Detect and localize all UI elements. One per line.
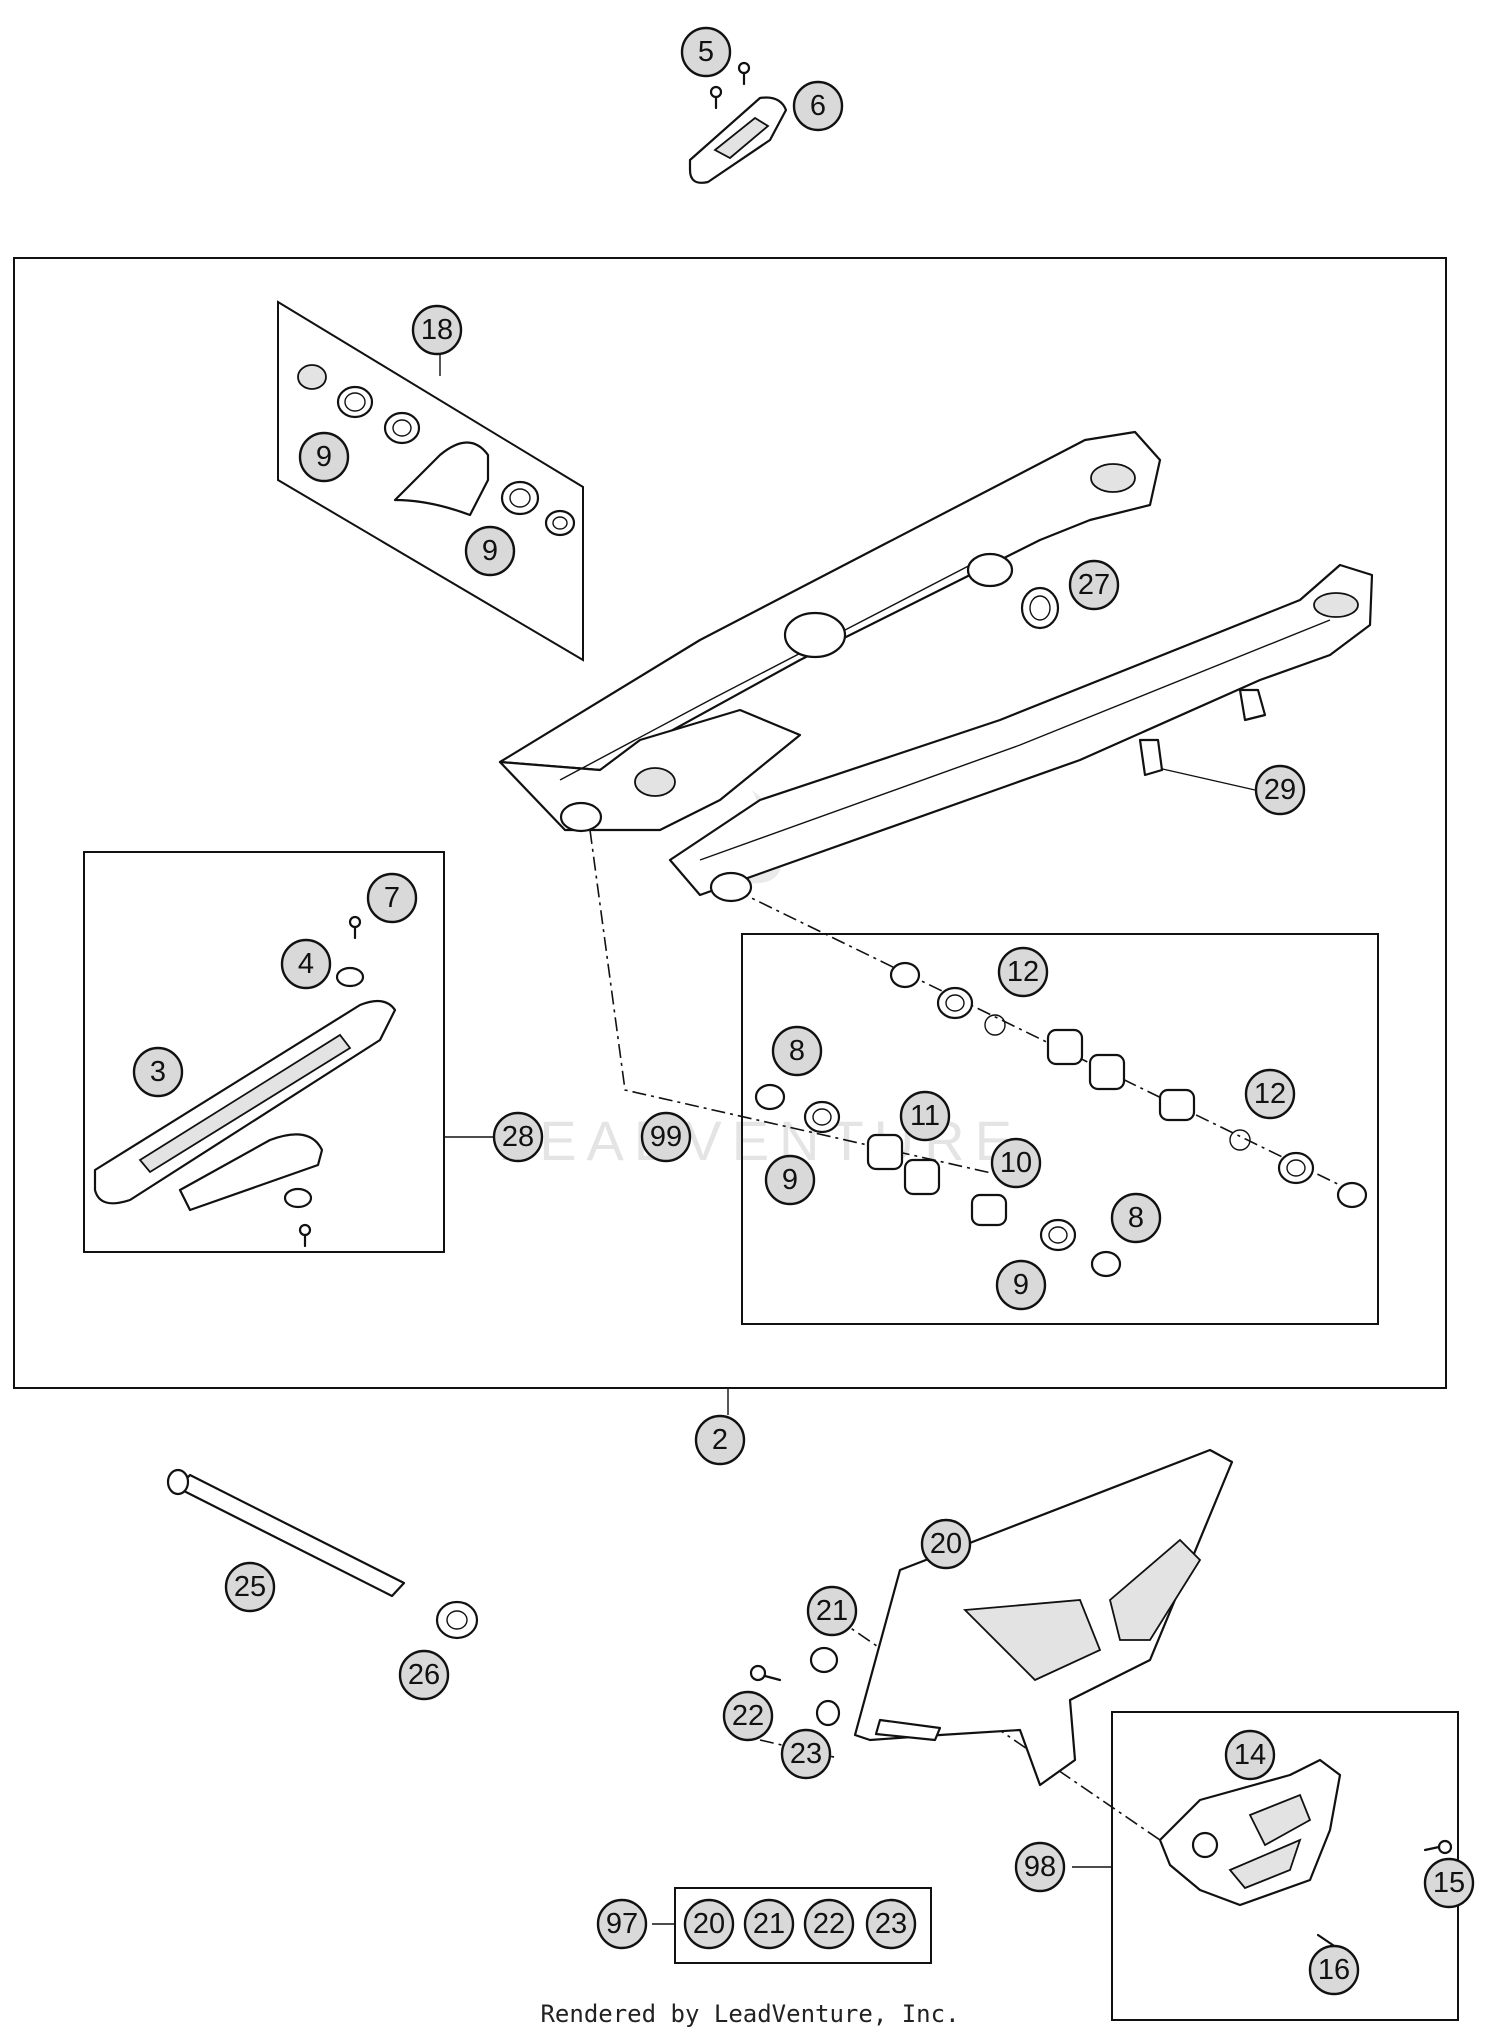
kit-item-22: 22 [803,1898,855,1950]
part-27-bearing [1020,586,1060,630]
svg-text:22: 22 [732,1700,764,1732]
svg-text:27: 27 [1078,569,1110,601]
callout-14: 14 [1224,1729,1276,1781]
callout-8b: 8 [1110,1192,1162,1244]
svg-text:23: 23 [875,1908,907,1940]
kit-contents: 20 21 22 23 [683,1898,917,1950]
callout-10: 10 [990,1137,1042,1189]
svg-text:29: 29 [1264,774,1296,806]
callout-27: 27 [1068,559,1120,611]
chain-guide [1158,1758,1453,1960]
callout-20: 20 [920,1518,972,1570]
svg-text:9: 9 [316,441,332,473]
callout-18: 18 [411,304,463,356]
bearing-set-box [741,933,1379,1325]
svg-text:2: 2 [712,1424,728,1456]
kit-box [674,1887,932,1964]
svg-text:9: 9 [782,1164,798,1196]
callout-9b: 9 [464,525,516,577]
svg-text:21: 21 [816,1595,848,1627]
axle-nut [435,1600,479,1640]
svg-text:20: 20 [693,1908,725,1940]
callout-29: 29 [1254,764,1306,816]
svg-text:9: 9 [1013,1269,1029,1301]
render-credit: Rendered by LeadVenture, Inc. [540,2000,960,2028]
callout-12a: 12 [997,946,1049,998]
swingarm [498,430,1374,903]
callout-97: 97 [596,1898,648,1950]
callout-7: 7 [366,872,418,924]
callout-25: 25 [224,1561,276,1613]
svg-text:26: 26 [408,1659,440,1691]
callout-22: 22 [722,1690,774,1742]
callout-8a: 8 [771,1025,823,1077]
callout-3: 3 [132,1046,184,1098]
svg-text:8: 8 [789,1035,805,1067]
svg-text:3: 3 [150,1056,166,1088]
svg-text:20: 20 [930,1528,962,1560]
svg-text:25: 25 [234,1571,266,1603]
kit-item-23: 23 [865,1898,917,1950]
svg-text:5: 5 [698,36,714,68]
guard-fasteners [749,1646,841,1727]
chain-guard [853,1448,1234,1787]
svg-text:18: 18 [421,314,453,346]
bearing-set-parts [754,961,1368,1278]
callout-11: 11 [899,1090,951,1142]
svg-text:97: 97 [606,1908,638,1940]
bearing-kit-parts [297,364,576,537]
svg-text:10: 10 [1000,1147,1032,1179]
svg-text:9: 9 [482,535,498,567]
callout-9a: 9 [298,431,350,483]
chain-guide-insert [688,61,788,184]
callout-28: 28 [492,1111,544,1163]
svg-text:11: 11 [910,1100,940,1132]
callout-99: 99 [640,1111,692,1163]
leader-lines [439,355,1256,1925]
svg-text:7: 7 [384,882,400,914]
svg-text:21: 21 [753,1908,785,1940]
svg-text:23: 23 [790,1738,822,1770]
callout-2: 2 [694,1414,746,1466]
svg-text:15: 15 [1433,1867,1465,1899]
svg-text:28: 28 [502,1121,534,1153]
callout-15: 15 [1423,1857,1475,1909]
callout-4: 4 [280,938,332,990]
svg-text:12: 12 [1254,1078,1286,1110]
callout-6: 6 [792,80,844,132]
callout-12b: 12 [1244,1068,1296,1120]
svg-text:16: 16 [1318,1954,1350,1986]
svg-text:22: 22 [813,1908,845,1940]
kit-item-20: 20 [683,1898,735,1950]
callout-9c: 9 [764,1154,816,1206]
chain-slider-box [83,851,445,1253]
callout-21: 21 [806,1585,858,1637]
svg-text:8: 8 [1128,1202,1144,1234]
callout-23: 23 [780,1728,832,1780]
swingarm-assembly-box [13,257,1447,1389]
svg-text:12: 12 [1007,956,1039,988]
kit-item-21: 21 [743,1898,795,1950]
svg-text:14: 14 [1234,1739,1266,1771]
callout-26: 26 [398,1649,450,1701]
svg-text:99: 99 [650,1121,682,1153]
callout-16: 16 [1308,1944,1360,1996]
chain-slider [93,915,397,1248]
bearing-kit-box [277,300,584,662]
callout-5: 5 [680,26,732,78]
callout-98: 98 [1014,1841,1066,1893]
callout-9d: 9 [995,1259,1047,1311]
svg-text:4: 4 [298,948,314,980]
swingarm-axle [166,1468,406,1598]
svg-text:98: 98 [1024,1851,1056,1883]
svg-text:6: 6 [810,90,826,122]
